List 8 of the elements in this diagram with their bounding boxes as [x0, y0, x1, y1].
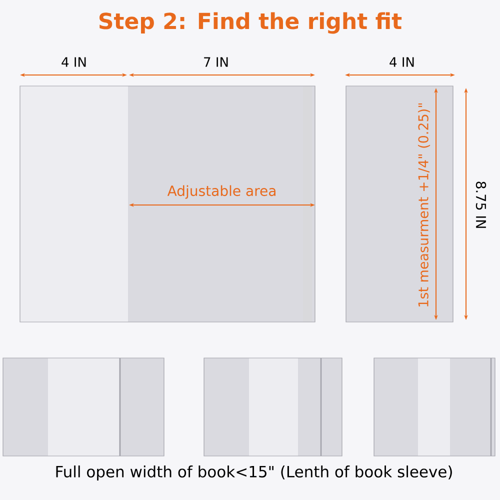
caption-text: Full open width of book<15" (Lenth of book sleeve) [56, 466, 452, 481]
dimension-label: 1st measurment +1/4" (0.25)" [418, 103, 430, 306]
dimension-label: Adjustable area [167, 185, 276, 199]
dimension-label: 4 IN [390, 57, 414, 67]
dimension-label: 4 IN [62, 57, 86, 67]
title: Step 2: Find the right fit [99, 12, 402, 34]
dimension-label: 8.75 IN [476, 182, 486, 228]
dimension-label: 7 IN [204, 57, 228, 67]
